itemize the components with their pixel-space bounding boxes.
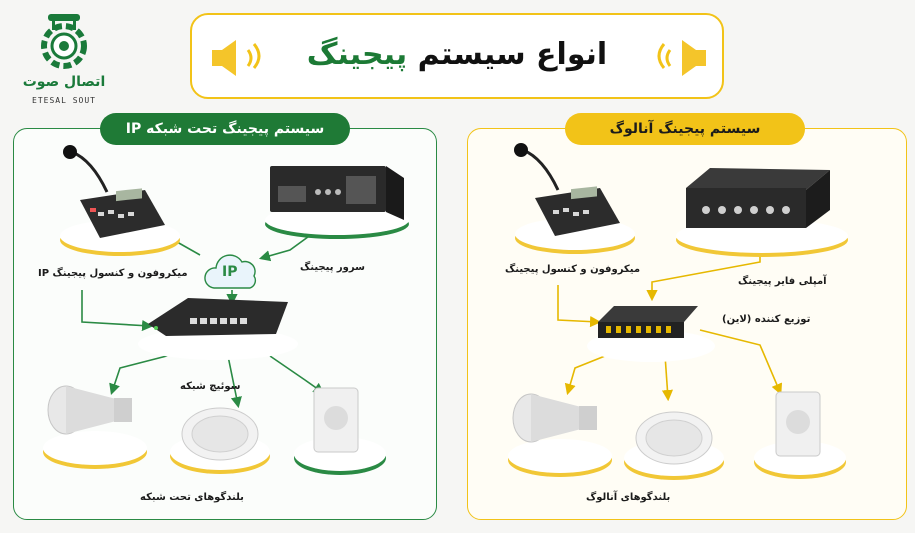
title-banner: انواع سیستم پیجینگ bbox=[190, 13, 724, 99]
analog-speakers-label: بلندگوهای آنالوگ bbox=[586, 492, 671, 503]
ip-switch-label: سوئیچ شبکه bbox=[180, 381, 241, 392]
ip-speakers-label: بلندگوهای تحت شبکه bbox=[140, 492, 244, 503]
switch-to-ceiling-line bbox=[227, 355, 242, 409]
mic-to-distributor-line bbox=[557, 285, 602, 328]
title-part2: پیجینگ bbox=[306, 37, 408, 72]
page-title: انواع سیستم پیجینگ bbox=[272, 37, 642, 72]
wall-speaker-device bbox=[294, 387, 386, 475]
horn-speaker-device bbox=[43, 385, 147, 469]
speaker-volume-icon bbox=[212, 40, 261, 76]
line-distributor-device bbox=[587, 306, 715, 362]
analog-mic-label: میکروفون و کنسول پیجینگ bbox=[505, 264, 641, 275]
ip-mic-label: میکروفون و کنسول پیجینگ IP bbox=[38, 268, 188, 279]
gear-logo-icon bbox=[41, 14, 87, 69]
ip-server-label: سرور پیجینگ bbox=[300, 262, 365, 273]
brand-latin-name: ETESAL SOUT bbox=[32, 96, 96, 105]
analog-mic-console-device bbox=[514, 143, 635, 254]
analog-wall-speaker-device bbox=[754, 391, 846, 479]
brand-name: اتصال صوت bbox=[22, 74, 106, 90]
mic-to-switch-line bbox=[81, 290, 154, 332]
title-part1: انواع سیستم bbox=[407, 37, 608, 72]
analog-horn-speaker-device bbox=[508, 393, 612, 477]
analog-distributor-label: توزیع کننده (لاین) bbox=[722, 314, 811, 325]
speaker-volume-icon bbox=[657, 40, 706, 76]
ceiling-speaker-device bbox=[170, 407, 270, 474]
server-to-cloud-line bbox=[258, 233, 313, 262]
dist-to-horn-line bbox=[564, 351, 616, 396]
ip-mic-console-device bbox=[60, 145, 180, 256]
cloud-ip-text: IP bbox=[222, 264, 238, 280]
paging-amplifier-device bbox=[676, 168, 848, 257]
analog-panel-heading: سیستم پیجینگ آنالوگ bbox=[565, 113, 805, 145]
ip-cloud-icon bbox=[204, 254, 257, 289]
analog-amp-label: آمپلی فایر پیجینگ bbox=[738, 276, 827, 287]
brand-logo: اتصال صوت ETESAL SOUT bbox=[14, 12, 114, 107]
ip-panel-heading: سیستم پیجینگ تحت شبکه IP bbox=[100, 113, 350, 145]
dist-to-wall-line bbox=[699, 329, 783, 395]
dist-to-ceiling-line bbox=[661, 354, 674, 402]
analog-ceiling-speaker-device bbox=[624, 411, 724, 480]
network-switch-device bbox=[138, 298, 298, 360]
paging-server-device bbox=[265, 166, 409, 239]
